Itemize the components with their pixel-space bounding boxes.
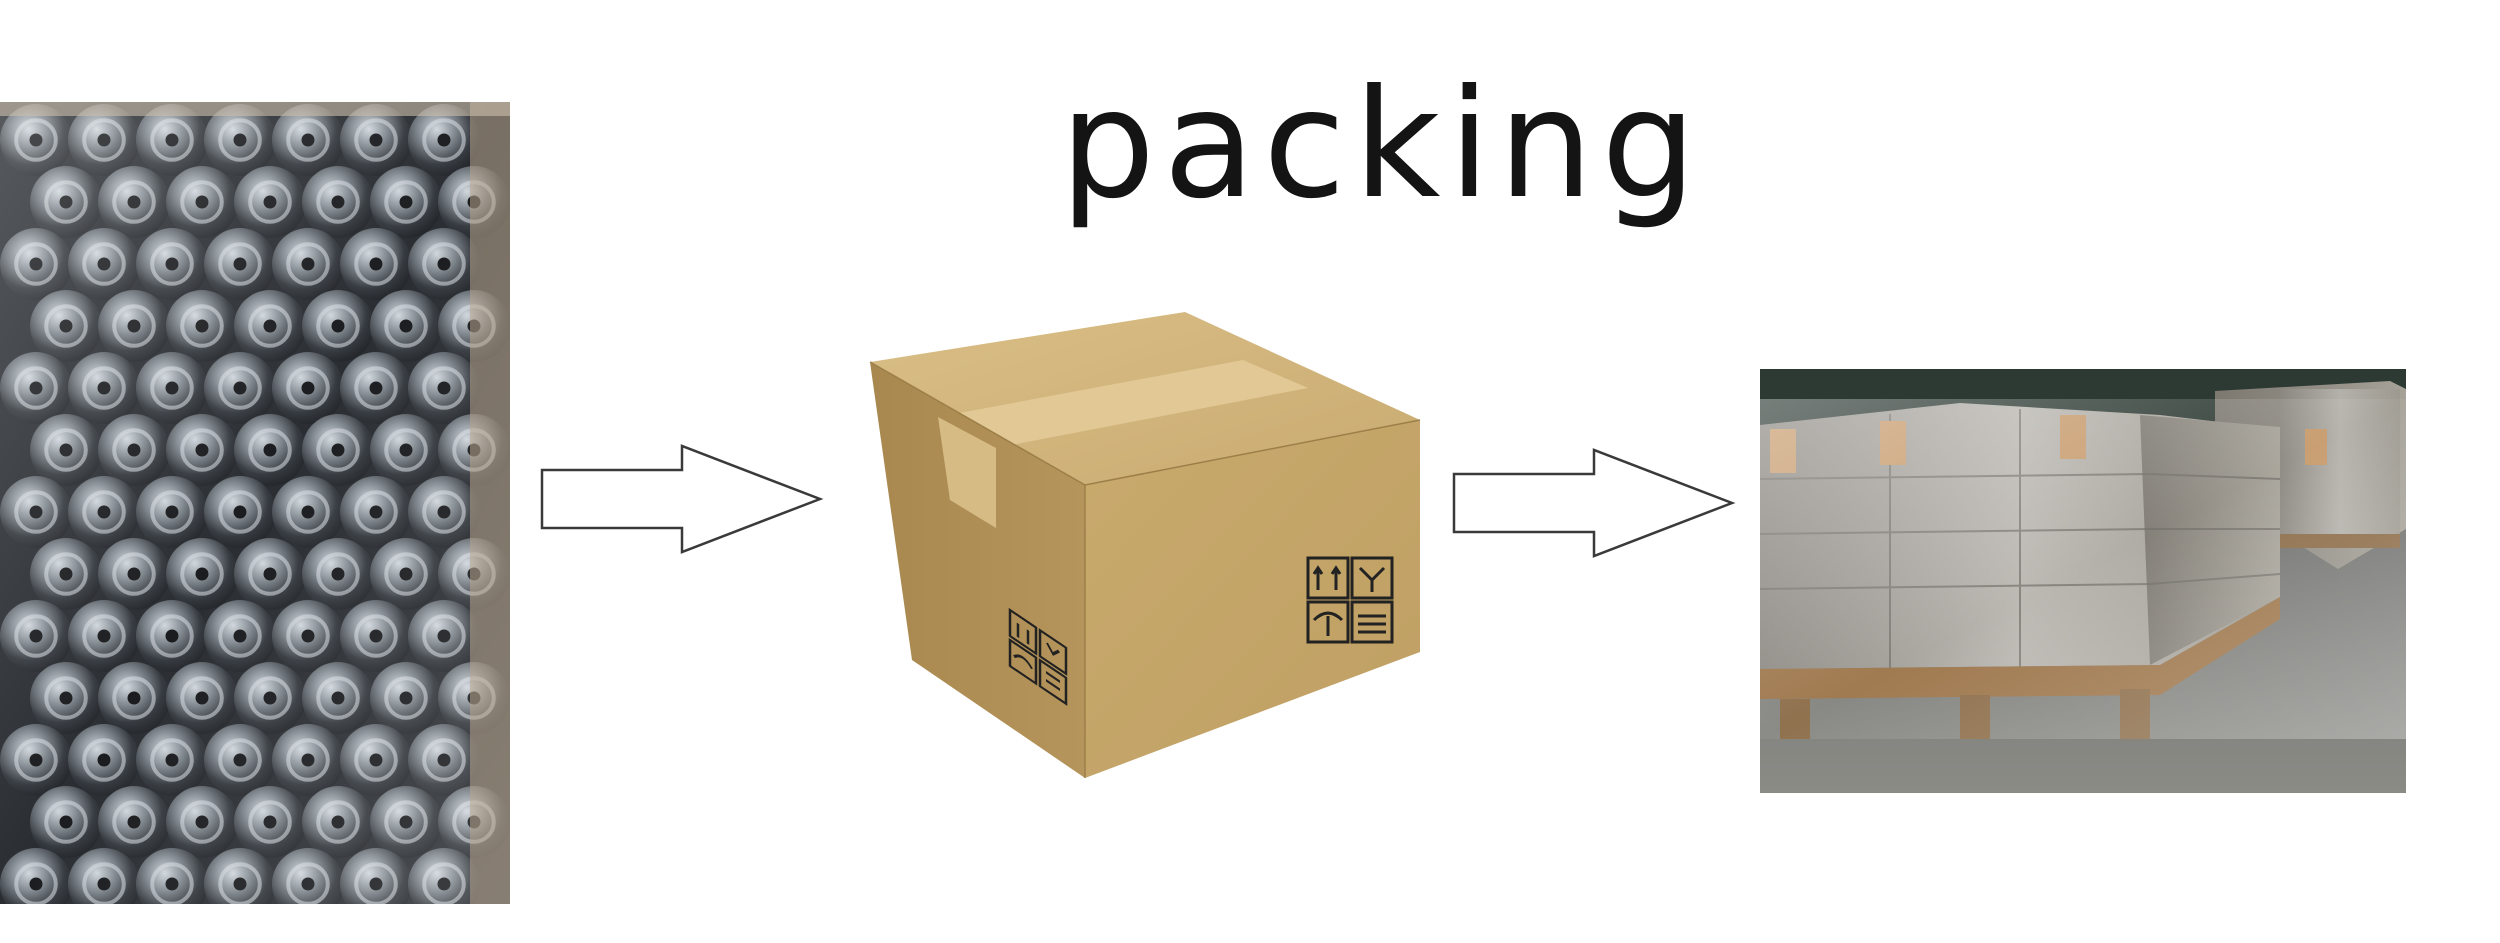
side-symbols-icon <box>1008 607 1068 706</box>
bubble-wrapped-parts-icon <box>0 102 510 904</box>
wrapped-pallets-photo <box>1760 369 2406 793</box>
fragile-symbols-icon <box>1306 556 1394 644</box>
bubble-wrapped-parts-photo <box>0 102 510 904</box>
flow-arrow-1 <box>540 444 824 554</box>
flow-arrow-2 <box>1452 448 1736 558</box>
wrapped-pallets-icon <box>1760 369 2406 793</box>
cardboard-box-icon <box>869 312 1421 778</box>
page-title: packing <box>1060 58 1705 232</box>
